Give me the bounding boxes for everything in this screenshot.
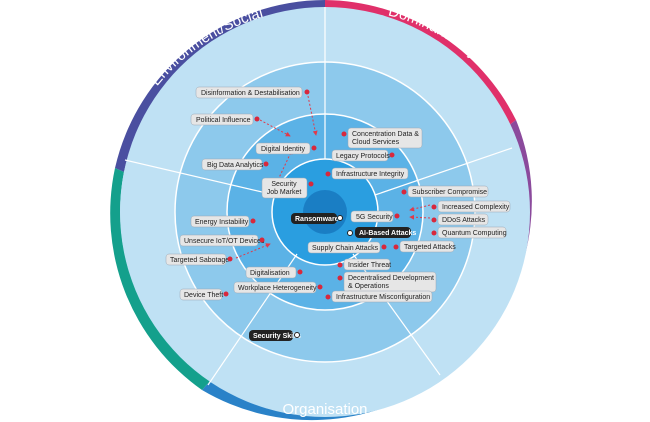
svg-text:Security: Security (271, 181, 297, 188)
item-legacy-protocols: Legacy Protocols (331, 149, 395, 162)
svg-text:Job Market: Job Market (267, 189, 302, 196)
item-increased-complexity: Increased Complexity (431, 200, 511, 213)
svg-text:Big Data Analytics: Big Data Analytics (207, 162, 264, 169)
svg-text:Increased Complexity: Increased Complexity (442, 204, 510, 211)
svg-text:5G Security: 5G Security (356, 214, 393, 221)
ring-center (303, 190, 347, 234)
item-targeted-sabotage: Targeted Sabotage (165, 253, 233, 266)
item-decentralised-dev: Decentralised Development & Operations (337, 271, 437, 293)
segment-environment-social (115, 0, 325, 172)
item-unsecure-iot: Unsecure IoT/OT Devices (179, 234, 265, 247)
svg-text:Unsecure IoT/OT Devices: Unsecure IoT/OT Devices (184, 238, 265, 245)
svg-text:& Operations: & Operations (348, 283, 389, 290)
item-targeted-attacks: Targeted Attacks (393, 240, 456, 253)
svg-text:Disinformation & Destabilisati: Disinformation & Destabilisation (201, 90, 300, 97)
svg-text:Decentralised Development: Decentralised Development (348, 275, 434, 282)
item-security-skills: Security Skills (249, 330, 301, 341)
svg-text:Security Skills: Security Skills (253, 333, 301, 340)
item-political-influence: Political Influence (190, 113, 260, 126)
item-workplace-heterogeneity: Workplace Heterogeneity (233, 281, 323, 294)
svg-text:Cloud Services: Cloud Services (352, 139, 400, 146)
item-big-data: Big Data Analytics (201, 158, 269, 171)
item-ransomware: Ransomware (291, 213, 343, 224)
item-disinformation: Disinformation & Destabilisation (195, 86, 310, 99)
svg-text:Digitalisation: Digitalisation (250, 270, 290, 277)
item-ddos-attacks: DDoS Attacks (431, 213, 489, 226)
trend-arrows (235, 95, 431, 259)
item-subscriber-compromise: Subscriber Compromise (401, 185, 489, 198)
svg-text:DDoS Attacks: DDoS Attacks (442, 217, 486, 224)
svg-text:Quantum Computing: Quantum Computing (442, 230, 507, 237)
segment-label-organisation: Organisation (282, 401, 367, 418)
segment-physical (110, 168, 210, 390)
svg-text:Subscriber Compromise: Subscriber Compromise (412, 189, 487, 196)
svg-text:Workplace Heterogeneity: Workplace Heterogeneity (238, 285, 317, 292)
item-5g-security: 5G Security (350, 210, 400, 223)
svg-text:Supply Chain Attacks: Supply Chain Attacks (312, 245, 379, 252)
item-quantum-computing: Quantum Computing (431, 226, 507, 239)
segment-dominant-players (325, 0, 516, 126)
item-infra-misconfiguration: Infrastructure Misconfiguration (325, 290, 433, 303)
svg-text:Insider Threat: Insider Threat (348, 262, 391, 269)
svg-text:Ransomware: Ransomware (295, 216, 339, 223)
svg-text:Infrastructure Integrity: Infrastructure Integrity (336, 171, 405, 178)
svg-text:Concentration Data &: Concentration Data & (352, 131, 419, 138)
item-insider-threat: Insider Threat (337, 258, 391, 271)
item-device-theft: Device Theft (179, 288, 229, 301)
item-digital-identity: Digital Identity (255, 142, 317, 155)
item-digitalisation: Digitalisation (245, 266, 303, 279)
svg-text:Legacy Protocols: Legacy Protocols (336, 153, 390, 160)
svg-text:Targeted Sabotage: Targeted Sabotage (170, 257, 229, 264)
item-infrastructure-integrity: Infrastructure Integrity (325, 167, 409, 180)
svg-text:Device Theft: Device Theft (184, 292, 223, 299)
svg-text:Political Influence: Political Influence (196, 117, 251, 124)
svg-text:AI-Based Attacks: AI-Based Attacks (359, 230, 416, 237)
item-supply-chain: Supply Chain Attacks (307, 241, 387, 254)
svg-text:Infrastructure Misconfiguratio: Infrastructure Misconfiguration (336, 294, 430, 301)
item-concentration-data: Concentration Data & Cloud Services (341, 127, 423, 149)
svg-text:Energy Instability: Energy Instability (195, 219, 249, 226)
item-energy-instability: Energy Instability (190, 215, 256, 228)
svg-text:Targeted Attacks: Targeted Attacks (404, 244, 456, 251)
svg-text:Digital Identity: Digital Identity (261, 146, 305, 153)
item-security-job-market: Security Job Market (261, 177, 314, 199)
item-ai-based-attacks: AI-Based Attacks (347, 227, 416, 238)
